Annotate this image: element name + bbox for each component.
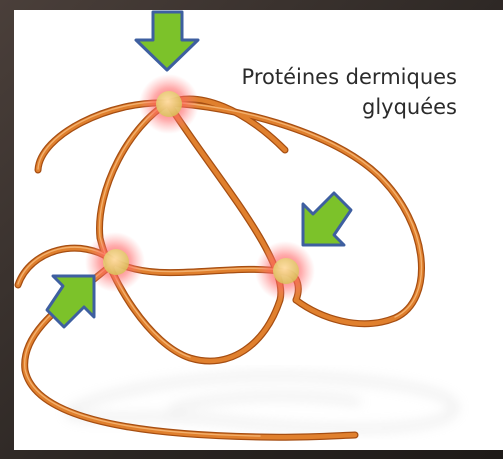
arrow-down-icon: [136, 12, 198, 70]
collagen-fibers: [18, 99, 421, 437]
illustration-panel: Protéines dermiques glyquées: [14, 10, 503, 450]
node-right: [273, 258, 299, 284]
glycated-proteins-label: Protéines dermiques glyquées: [242, 62, 457, 122]
fiber-top-arc: [38, 103, 421, 324]
label-line-2: glyquées: [242, 92, 457, 122]
arrow-up-right-icon: [47, 276, 94, 327]
arrow-down-left-icon: [303, 193, 351, 245]
fiber-shadow: [69, 376, 455, 429]
label-line-1: Protéines dermiques: [242, 62, 457, 92]
node-left: [103, 249, 129, 275]
node-top: [156, 91, 182, 117]
